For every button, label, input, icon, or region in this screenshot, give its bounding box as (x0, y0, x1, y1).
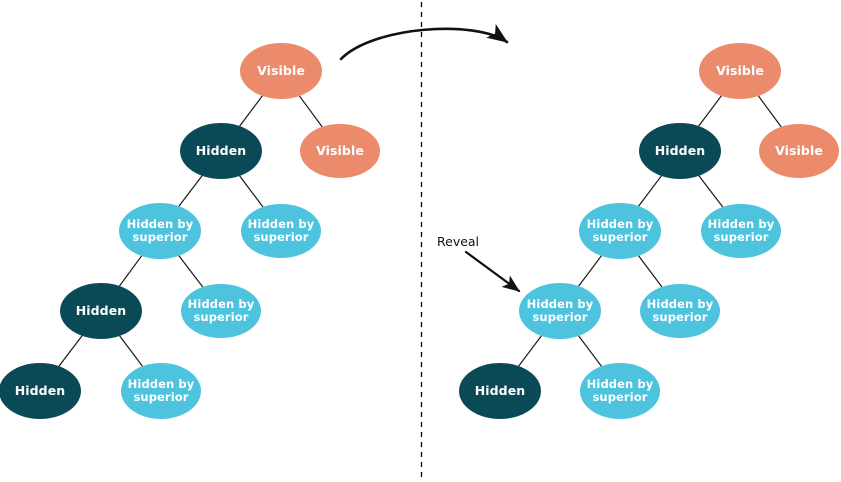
tree-node-visible[interactable]: Visible (300, 124, 380, 178)
tree-node-visible[interactable]: Visible (699, 43, 781, 99)
tree-edge (637, 254, 664, 289)
tree-edge (697, 174, 724, 209)
tree-node-label: Hidden (14, 383, 66, 398)
tree-node-hidden-by-superior[interactable]: Hidden by superior (701, 204, 781, 258)
tree-edge (118, 334, 144, 368)
tree-edge (757, 94, 783, 128)
tree-node-hidden-by-superior[interactable]: Hidden by superior (640, 284, 720, 338)
tree-edge (637, 174, 663, 208)
tree-node-visible[interactable]: Visible (240, 43, 322, 99)
tree-edge (177, 174, 204, 208)
tree-node-label: Hidden by superior (707, 217, 775, 244)
tree-node-label: Hidden by superior (526, 297, 594, 324)
tree-edge (697, 94, 723, 128)
tree-node-label: Hidden (195, 143, 247, 158)
tree-node-hidden[interactable]: Hidden (60, 283, 142, 339)
tree-node-label: Hidden by superior (247, 217, 315, 244)
tree-node-label: Hidden (75, 303, 127, 318)
tree-node-label: Visible (257, 63, 305, 78)
tree-node-label: Hidden by superior (586, 217, 654, 244)
tree-node-label: Visible (775, 143, 823, 158)
tree-node-hidden-by-superior[interactable]: Hidden by superior (121, 363, 201, 419)
transition-arrow-icon (339, 24, 509, 61)
tree-node-hidden-by-superior[interactable]: Hidden by superior (119, 203, 201, 259)
tree-edge (118, 254, 143, 288)
tree-node-label: Visible (716, 63, 764, 78)
tree-node-label: Hidden (474, 383, 526, 398)
tree-node-visible[interactable]: Visible (759, 124, 839, 178)
reveal-arrow-icon (464, 250, 521, 293)
tree-node-hidden[interactable]: Hidden (0, 363, 81, 419)
tree-edge (238, 94, 264, 128)
tree-edge (298, 94, 324, 128)
tree-node-hidden-by-superior[interactable]: Hidden by superior (580, 363, 660, 419)
tree-node-hidden[interactable]: Hidden (459, 363, 541, 419)
tree-node-label: Hidden by superior (126, 217, 194, 244)
tree-node-label: Hidden by superior (646, 297, 714, 324)
tree-node-hidden-by-superior[interactable]: Hidden by superior (241, 204, 321, 258)
tree-node-hidden-by-superior[interactable]: Hidden by superior (181, 284, 261, 338)
tree-node-label: Hidden by superior (187, 297, 255, 324)
tree-node-hidden-by-superior[interactable]: Hidden by superior (579, 203, 661, 259)
tree-edge (577, 254, 603, 288)
tree-node-label: Hidden by superior (586, 377, 654, 404)
tree-edge (177, 254, 204, 289)
tree-node-hidden[interactable]: Hidden (180, 123, 262, 179)
tree-node-label: Hidden by superior (127, 377, 195, 404)
tree-node-hidden[interactable]: Hidden (639, 123, 721, 179)
reveal-annotation-label: Reveal (437, 234, 480, 249)
tree-edge (57, 334, 84, 368)
tree-node-label: Visible (316, 143, 364, 158)
tree-node-hidden-by-superior[interactable]: Hidden by superior (519, 283, 601, 339)
tree-edge (517, 334, 543, 368)
tree-edge (238, 174, 265, 209)
tree-node-label: Hidden (654, 143, 706, 158)
tree-edge (577, 334, 603, 368)
